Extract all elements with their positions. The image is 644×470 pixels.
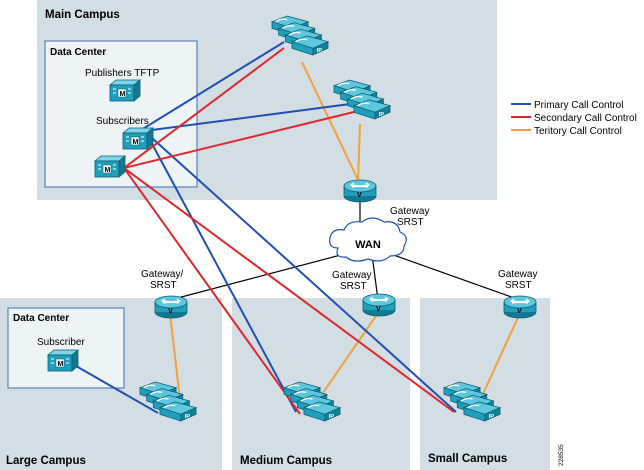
large-gateway-label-line2: SRST: [150, 280, 177, 291]
small-gateway-label-line1: Gateway: [498, 269, 537, 280]
large-gateway-router-icon: [154, 295, 188, 319]
small-gateway-label-line2: SRST: [505, 280, 532, 291]
subscribers-label: Subscribers: [96, 116, 149, 127]
wan-label: WAN: [355, 239, 381, 251]
large-subscriber-server-icon: [47, 349, 79, 372]
secondary-call-control-links: [123, 47, 455, 415]
medium-campus-region: [232, 298, 410, 470]
medium-gateway-label-line1: Gateway: [332, 270, 371, 281]
main-data-center-title: Data Center: [50, 47, 106, 58]
main-gateway-label-line1: Gateway: [390, 206, 429, 217]
large-data-center-title: Data Center: [13, 313, 69, 324]
legend-label-teritory: Teritory Call Control: [534, 126, 622, 137]
primary-call-control-links: [75, 41, 457, 414]
publisher-server-icon: [109, 79, 141, 102]
small-campus-region: [420, 298, 550, 470]
main-gateway-router-icon: [343, 179, 377, 203]
large-data-center-box: [7, 307, 125, 389]
main-gateway-label-line2: SRST: [397, 217, 424, 228]
legend-label-secondary: Secondary Call Control: [534, 113, 637, 124]
medium-gateway-label-line2: SRST: [340, 281, 367, 292]
large-campus-label: Large Campus: [6, 455, 86, 467]
wan-cloud: WAN: [329, 217, 407, 262]
medium-gateway-router-icon: [362, 293, 396, 317]
subscriber-server-icon: [94, 155, 126, 178]
main-campus-label: Main Campus: [45, 9, 120, 21]
large-gateway-label-line1: Gateway/: [141, 269, 183, 280]
legend: Primary Call Control Secondary Call Cont…: [511, 100, 637, 137]
figure-id: 228535: [558, 444, 565, 466]
subscriber-server-icon: [122, 127, 154, 150]
medium-campus-label: Medium Campus: [240, 455, 332, 467]
small-gateway-router-icon: [503, 295, 537, 319]
teritory-call-control-links: [169, 61, 521, 406]
small-campus-label: Small Campus: [428, 453, 507, 465]
subscriber-label: Subscriber: [37, 337, 85, 348]
publishers-tftp-label: Publishers TFTP: [85, 68, 160, 79]
legend-label-primary: Primary Call Control: [534, 100, 623, 111]
